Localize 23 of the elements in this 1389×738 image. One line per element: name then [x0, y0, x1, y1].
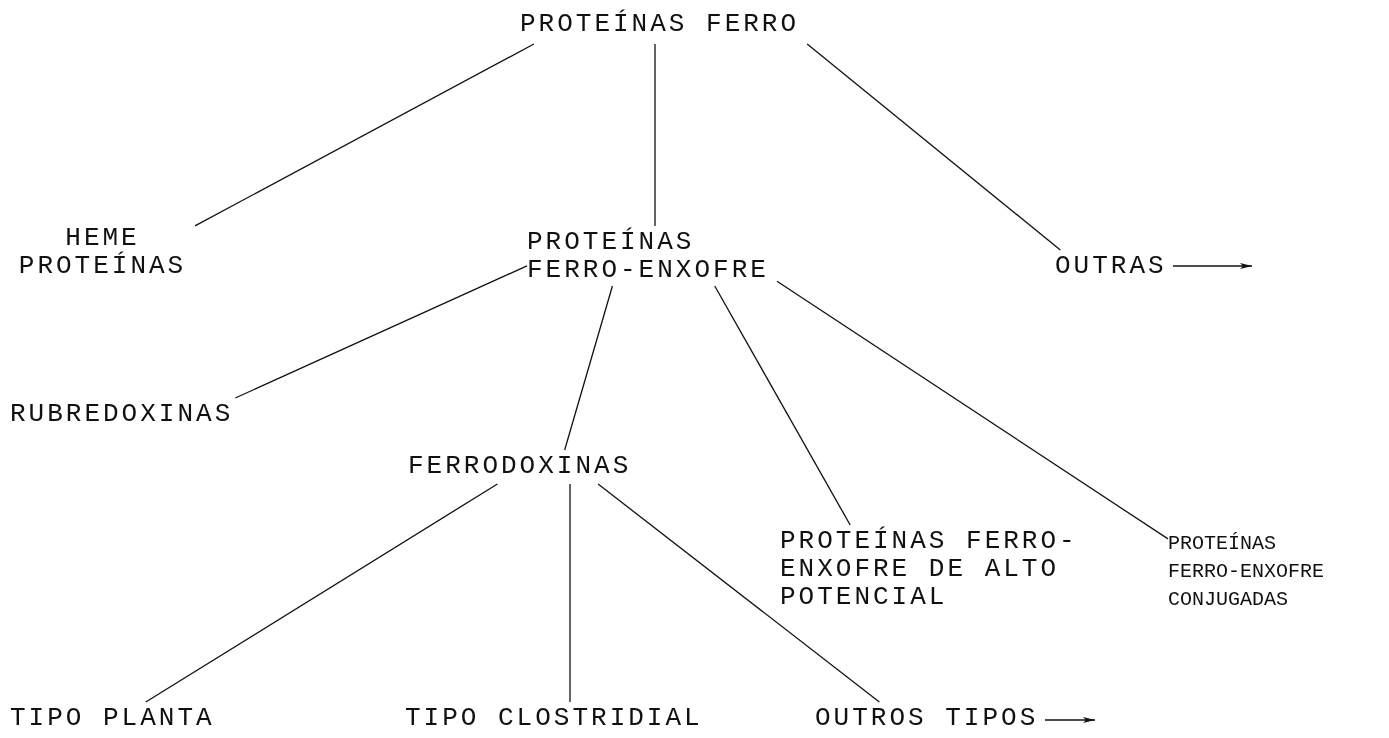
connector-line: [234, 265, 528, 399]
category-label: TIPO PLANTA: [10, 702, 222, 736]
connector-line: [145, 483, 499, 703]
category-label: HEME PROTEÍNAS: [10, 222, 195, 282]
connector-line: [564, 285, 614, 451]
category-label: OUTRAS: [1055, 250, 1173, 284]
category-label: PROTEÍNAS FERRO-ENXOFRE: [527, 226, 777, 286]
arrow: [1044, 717, 1096, 723]
connector-line: [569, 483, 571, 703]
connector-line: [776, 280, 1169, 540]
connector-line: [597, 483, 880, 703]
category-label: OUTROS TIPOS: [815, 702, 1045, 736]
category-label: PROTEÍNAS FERRO-ENXOFRE CONJUGADAS: [1168, 528, 1340, 618]
arrow: [1172, 263, 1253, 269]
connector-line: [654, 43, 656, 227]
category-label: TIPO CLOSTRIDIAL: [405, 702, 710, 736]
connector-line: [194, 43, 535, 227]
connector-line: [714, 285, 851, 526]
category-label: PROTEÍNAS FERRO-ENXOFRE DE ALTO POTENCIAL: [780, 525, 1115, 615]
category-label: PROTEÍNAS FERRO: [520, 8, 810, 44]
category-label: RUBREDOXINAS: [10, 398, 242, 432]
category-label: FERRODOXINAS: [408, 450, 640, 484]
connector-line: [806, 43, 1061, 251]
